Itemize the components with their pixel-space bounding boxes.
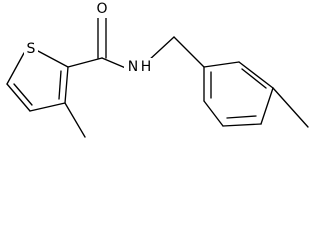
- thiophene-bond-s-c5: [6, 52, 25, 85]
- benzene-inner-double-bond-2: [226, 115, 257, 119]
- methyl-bond-thiophene: [64, 102, 86, 138]
- atom-label-oxygen-background: [94, 1, 110, 18]
- benzene-ring: [203, 61, 274, 127]
- thiophene-bond-c5-c4: [6, 83, 31, 112]
- benzene-bond-4: [222, 123, 262, 127]
- benzene-bond-2: [238, 61, 274, 89]
- bond-nitrogen-methylene: [147, 36, 175, 62]
- atom-label-sulfur-background: [24, 41, 38, 58]
- atom-label-oxygen: O: [96, 1, 107, 17]
- benzene-inner-double-bond-1: [241, 68, 267, 89]
- atom-label-hydrogen: H: [141, 59, 152, 75]
- atom-label-nh-background: [124, 58, 154, 76]
- thiophene-ring: [6, 50, 69, 112]
- thiophene-bond-c2-s: [37, 50, 69, 68]
- benzene-bond-1: [203, 61, 240, 68]
- benzene-bond-5: [203, 100, 224, 127]
- thiophene-inner-double-bond-c5-c4: [13, 83, 33, 106]
- atom-label-nitrogen: N: [128, 59, 138, 75]
- benzene-bond-3: [260, 87, 274, 125]
- thiophene-bond-c3-c2: [64, 66, 69, 104]
- bond-thiophene-carbonyl-carbon: [67, 57, 103, 68]
- atom-label-nitrogen-hydrogen-group: N H: [124, 58, 154, 76]
- carbonyl-double-bond: [97, 13, 107, 59]
- bond-carbonyl-nitrogen: [101, 57, 129, 70]
- atom-label-sulfur-group: S: [24, 41, 38, 58]
- methyl-bond-benzene: [272, 87, 309, 128]
- bond-methylene-benzene: [173, 36, 205, 68]
- thiophene-bond-c4-c3: [29, 102, 66, 112]
- atom-label-sulfur: S: [27, 41, 36, 57]
- chemical-structure-diagram: S O N H: [6, 1, 309, 138]
- atom-label-oxygen-group: O: [94, 1, 110, 18]
- thiophene-inner-double-bond-c3-c2: [58, 70, 62, 100]
